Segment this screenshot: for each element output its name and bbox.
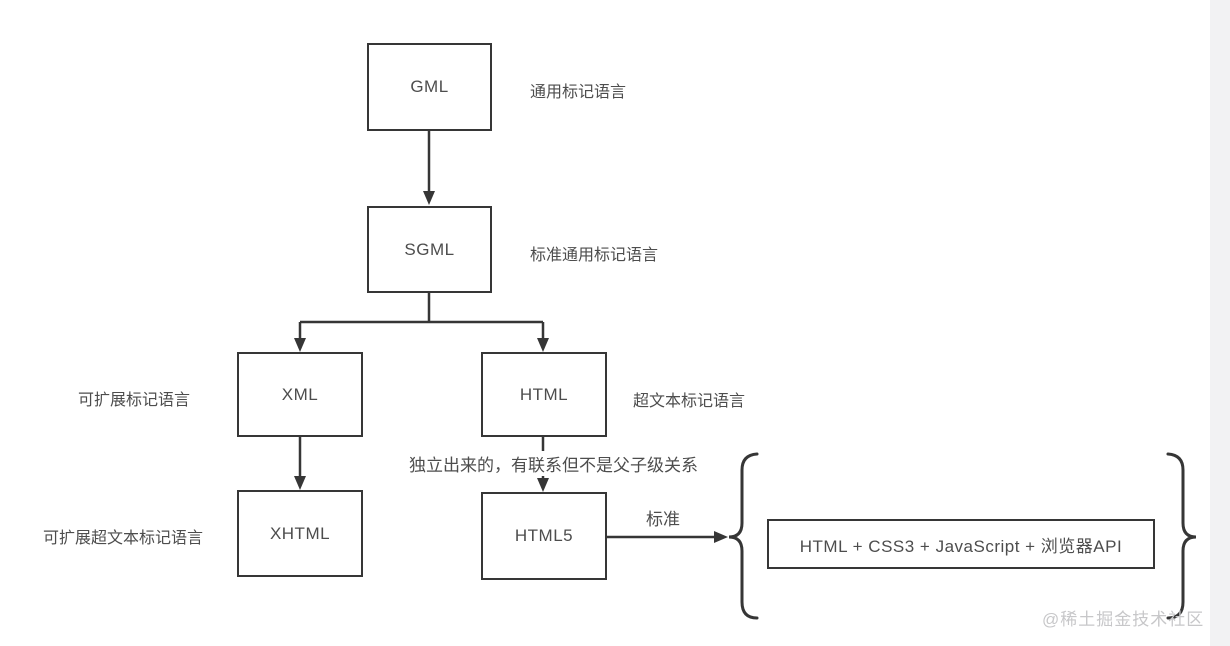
node-xhtml: XHTML bbox=[237, 490, 363, 577]
node-html5: HTML5 bbox=[481, 492, 607, 580]
arrowhead-xml bbox=[294, 338, 306, 352]
right-curly-brace bbox=[1166, 452, 1197, 620]
connector-sgml-split bbox=[298, 293, 545, 339]
watermark: @稀土掘金技术社区 bbox=[1042, 610, 1205, 629]
node-gml: GML bbox=[367, 43, 492, 131]
page-edge-strip bbox=[1210, 0, 1230, 646]
arrowhead-standards bbox=[714, 531, 728, 543]
annotation-xhtml: 可扩展超文本标记语言 bbox=[43, 530, 204, 547]
node-xhtml-label: XHTML bbox=[269, 523, 331, 543]
annotation-gml: 通用标记语言 bbox=[530, 84, 627, 101]
arrowhead-xhtml bbox=[294, 476, 306, 490]
node-gml-label: GML bbox=[410, 77, 449, 96]
annotation-html5-note: 独立出来的，有联系但不是父子级关系 bbox=[407, 451, 700, 476]
node-xml-label: XML bbox=[281, 384, 319, 404]
node-standards: HTML + CSS3 + JavaScript + 浏览器API bbox=[767, 519, 1155, 569]
left-curly-brace bbox=[728, 452, 759, 620]
node-xml: XML bbox=[237, 352, 363, 437]
node-html-label: HTML bbox=[519, 384, 569, 404]
edge-label-standard: 标准 bbox=[646, 510, 680, 529]
annotation-sgml: 标准通用标记语言 bbox=[530, 247, 659, 264]
arrowhead-html5 bbox=[537, 478, 549, 492]
arrowhead-html bbox=[537, 338, 549, 352]
node-sgml-label: SGML bbox=[404, 239, 455, 259]
annotation-xml: 可扩展标记语言 bbox=[78, 392, 191, 409]
node-sgml: SGML bbox=[367, 206, 492, 293]
annotation-html: 超文本标记语言 bbox=[633, 393, 746, 410]
arrowhead-sgml bbox=[423, 191, 435, 205]
node-html5-label: HTML5 bbox=[514, 526, 574, 545]
node-standards-label: HTML + CSS3 + JavaScript + 浏览器API bbox=[799, 536, 1123, 556]
node-html: HTML bbox=[481, 352, 607, 437]
